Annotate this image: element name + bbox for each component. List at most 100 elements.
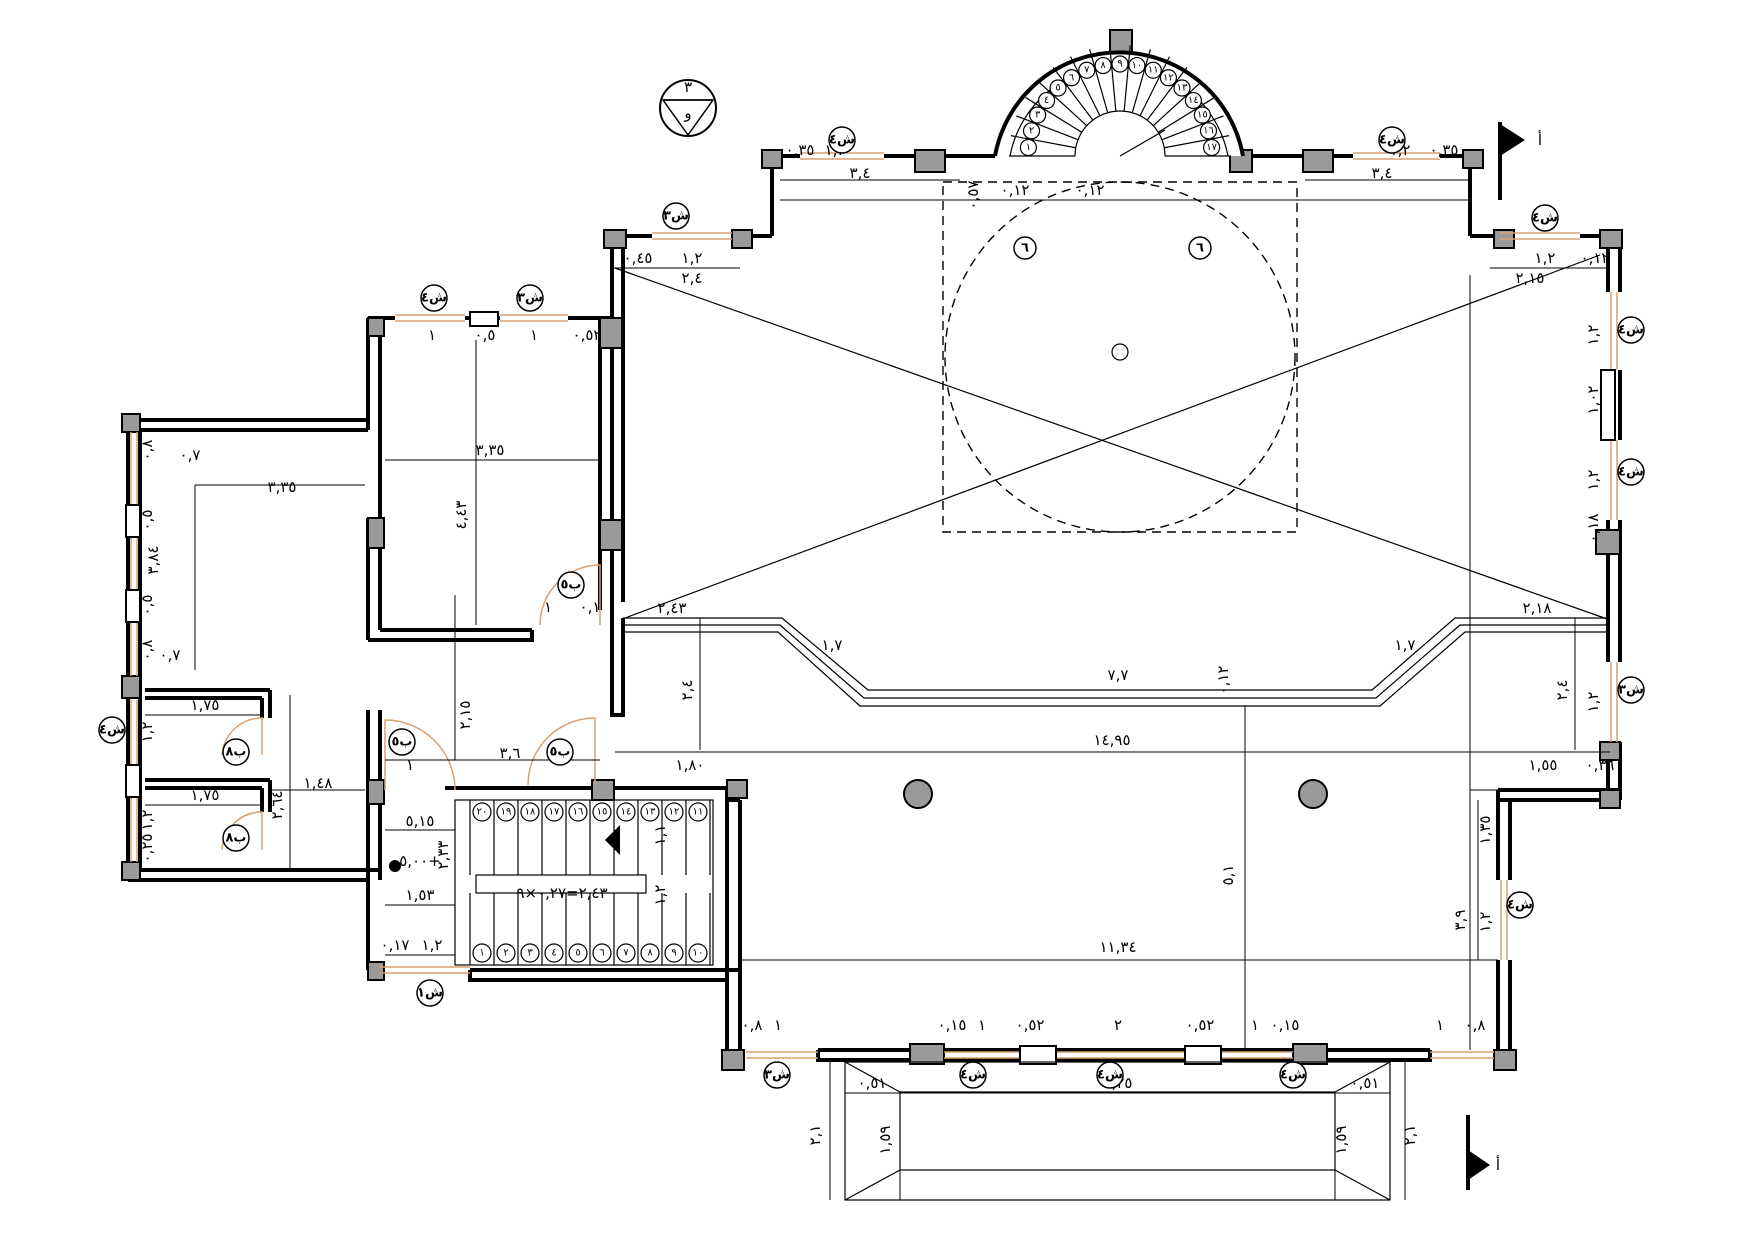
svg-text:ش٤: ش٤ <box>1618 465 1644 480</box>
dim-1-7-left: ١,٧ <box>822 636 843 654</box>
dim-1-2-r1: ١,٢ <box>1584 325 1602 346</box>
svg-text:١٣: ١٣ <box>1177 83 1188 94</box>
stair-step-number: ٣ <box>520 943 540 963</box>
svg-text:٧: ٧ <box>623 948 629 959</box>
svg-text:١٢: ١٢ <box>1163 72 1174 83</box>
svg-text:ش١: ش١ <box>417 986 443 1001</box>
spiral-step-number: ١٤ <box>1184 91 1203 110</box>
svg-text:ش٤: ش٤ <box>1618 323 1644 338</box>
spiral-step-number: ٩ <box>1111 55 1129 73</box>
dim-2-bottom: ٢ <box>1114 1016 1122 1034</box>
dim-1-1-stair: ١,١ <box>651 825 669 846</box>
dim-1-48: ١,٤٨ <box>304 774 333 792</box>
window-tag: ش٣ <box>662 202 690 230</box>
stair-step-number: ٧ <box>616 943 636 963</box>
dim-2-18: ٢,١٨ <box>1523 599 1552 617</box>
svg-text:ش٣: ش٣ <box>517 291 543 306</box>
dim-3-4-right: ٣,٤ <box>1372 164 1393 182</box>
spiral-step-number: ٧ <box>1078 61 1096 79</box>
dim-0-17: ٠,١٧ <box>381 936 410 954</box>
dim-0-15-b: ٠,١٥ <box>1271 1016 1300 1034</box>
level-text: ٥,٠٠+ <box>399 852 441 870</box>
dim-1-55: ١,٥٥ <box>1529 756 1558 774</box>
diagonal-lines <box>614 254 1611 621</box>
dim-2-4-left: ٢,٤ <box>678 680 696 701</box>
svg-text:ش٤: ش٤ <box>960 1068 986 1083</box>
spiral-step-number: ٥ <box>1049 79 1067 97</box>
window-tag: ش٤ <box>1531 204 1559 232</box>
window-tag: ش٣ <box>763 1061 791 1089</box>
svg-text:٢٠: ٢٠ <box>477 807 488 818</box>
stair-step-number: ١٩ <box>496 802 516 822</box>
dim-0-51-left: ٠,٥١ <box>858 1074 887 1092</box>
svg-text:ش٤: ش٤ <box>1280 1068 1306 1083</box>
dim-1-2-bottom: ١,٢ <box>422 936 443 954</box>
window-tag: ش٣ <box>1617 676 1645 704</box>
svg-text:٥: ٥ <box>1055 83 1060 94</box>
section-label-bottom: أ <box>1496 1155 1500 1174</box>
dim-corr: ٣,٦ <box>500 744 521 762</box>
section-label-top: أ <box>1538 130 1542 149</box>
door-tag: ب٥ <box>388 728 416 756</box>
dim-0-12-top2: ٠,١٢ <box>1076 181 1105 199</box>
dim-main-length: ١٤,٩٥ <box>1094 731 1131 749</box>
dimension-lines <box>145 179 1610 1050</box>
dim-0-8-b: ٠,٨ <box>1465 1016 1486 1034</box>
stair-step-number: ١٢ <box>664 802 684 822</box>
svg-text:١١: ١١ <box>1148 65 1159 76</box>
svg-text:٦: ٦ <box>599 948 604 959</box>
door-tag: ب٨ <box>222 824 250 852</box>
svg-text:١٦: ١٦ <box>573 807 584 818</box>
dim-0-8-a: ٠,٨ <box>742 1016 763 1034</box>
dim-0-8-l1: ٠,٨ <box>138 440 156 461</box>
dim-0-15-a: ٠,١٥ <box>938 1016 967 1034</box>
dim-3-4-left: ٣,٤ <box>850 164 871 182</box>
svg-text:٩: ٩ <box>671 948 676 959</box>
svg-text:ش٤: ش٤ <box>99 723 125 738</box>
stair-step-number: ١٨ <box>520 802 540 822</box>
dim-0-51-right: ٠,٥١ <box>1351 1074 1380 1092</box>
recess-outline <box>623 617 1610 707</box>
svg-text:ب٨: ب٨ <box>225 831 246 846</box>
svg-text:ش٣: ش٣ <box>764 1068 790 1083</box>
section-mark-top: أ <box>1498 122 1542 200</box>
spiral-step-number: ١١ <box>1144 61 1162 79</box>
svg-text:٨: ٨ <box>1100 60 1106 71</box>
spiral-step-number: ٦ <box>1062 69 1081 87</box>
dim-2-1-right: ٢,١ <box>1401 1125 1419 1146</box>
dim-side-w: ٣,٣٥ <box>268 478 297 496</box>
window-tag: ش٤ <box>420 284 448 312</box>
svg-text:٦: ٦ <box>1069 72 1074 83</box>
room-tag: ٦ <box>1013 236 1037 260</box>
dim-1-2-r4: ١,٢ <box>1476 912 1494 933</box>
door-tag: ب٥ <box>546 738 574 766</box>
sheet-ref-bottom: و <box>683 104 691 122</box>
stair-note: ٢,٤٣=٠,٢٧×٩ <box>516 884 607 902</box>
dim-1-r2: ١ <box>530 326 538 344</box>
svg-text:١٤: ١٤ <box>621 807 632 818</box>
stair-step-number: ٩ <box>664 943 684 963</box>
dimension-labels: ١٤,٩٥ ١١,٣٤ ٧,٢٥ ٧,٧ ٥,١ ٣,٣٥ ٤,٤٣ ٣,٣٥ … <box>138 141 1614 1154</box>
balcony <box>829 1061 1406 1201</box>
dim-0-25: ٠,٢٥ <box>138 834 156 863</box>
window-tag: ش٤ <box>828 126 856 154</box>
svg-text:١: ١ <box>479 948 484 959</box>
stair-step-number: ٥ <box>568 943 588 963</box>
svg-text:ش٤: ش٤ <box>1097 1068 1123 1083</box>
dim-0-8-l2: ٠,٨ <box>138 640 156 661</box>
stair-step-number: ١٧ <box>544 802 564 822</box>
spiral-step-number: ٤ <box>1037 91 1056 110</box>
svg-text:٣: ٣ <box>1035 109 1041 120</box>
stair-step-number: ١٥ <box>592 802 612 822</box>
spiral-step-number: ٣ <box>1029 106 1047 124</box>
svg-text:ب٥: ب٥ <box>549 745 570 760</box>
svg-text:ش٤: ش٤ <box>1507 898 1533 913</box>
stair-step-number: ١٦ <box>568 802 588 822</box>
stair-step-number: ١١ <box>688 802 708 822</box>
dim-1-corr: ١ <box>406 756 414 774</box>
dim-2-4-top: ٢,٤ <box>682 269 703 287</box>
dim-1-7-right: ١,٧ <box>1395 636 1416 654</box>
